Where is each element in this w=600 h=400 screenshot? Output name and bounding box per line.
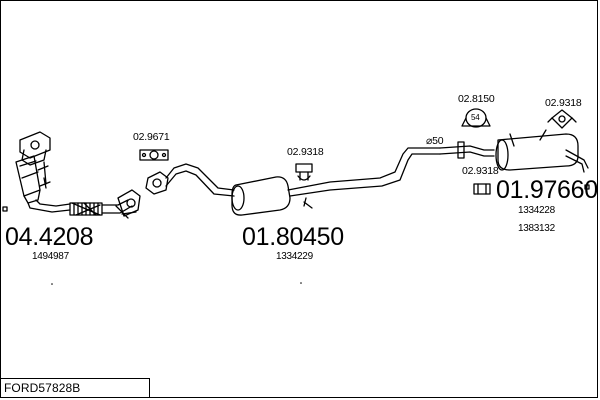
label-clamp-top: 02.8150 [458,93,495,105]
group-ref-rear-1: 1334228 [518,205,555,216]
middle-silencer-assembly [145,147,441,216]
diagram-title: FORD57828B [4,381,81,395]
dot-marker [300,282,302,284]
label-hanger-mid: 02.9318 [287,146,324,158]
clamp-54-icon [461,108,491,128]
group-ref-rear-2: 1383132 [518,223,555,234]
gasket-front-icon [139,149,169,161]
dot-marker [51,283,53,285]
connector-marker-right [584,184,590,190]
group-code-middle: 01.80450 [242,223,344,251]
hanger-rear-low-icon [473,183,491,195]
label-hanger-rear-low: 02.9318 [462,165,499,177]
catalytic-converter-assembly [15,131,141,219]
label-gasket-front: 02.9671 [133,131,170,143]
hanger-mid-icon [295,163,313,181]
label-pipe-diameter: ⌀50 [426,135,444,147]
label-hanger-rear-top: 02.9318 [545,97,582,109]
rear-silencer-assembly [439,129,589,173]
group-ref-middle: 1334229 [276,251,313,262]
group-code-rear: 01.97660 [496,176,598,204]
title-box [0,378,150,398]
label-clamp-size: 54 [471,113,480,122]
group-ref-front: 1494987 [32,251,69,262]
connector-marker-left [2,206,8,212]
hanger-rear-top-icon [547,109,577,129]
group-code-front: 04.4208 [5,223,94,251]
